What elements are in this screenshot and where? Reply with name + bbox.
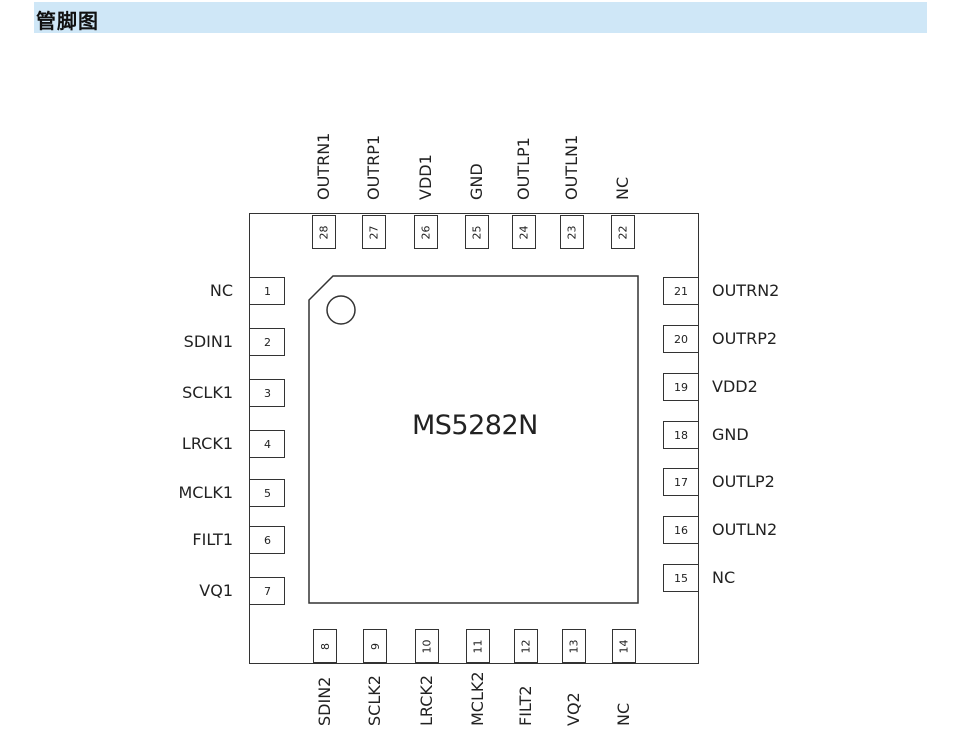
- pin-label-5: MCLK1: [178, 483, 233, 502]
- pin-pad-16: 16: [663, 516, 699, 544]
- pin-label-11: MCLK2: [468, 671, 487, 726]
- pin-pad-7: 7: [249, 577, 285, 605]
- pin-number: 10: [420, 639, 434, 653]
- pin-number: 17: [674, 475, 688, 489]
- pin-pad-5: 5: [249, 479, 285, 507]
- pin-label-7: VQ1: [199, 581, 233, 600]
- pin-label-20: OUTRP2: [712, 329, 778, 348]
- pin1-marker: [326, 295, 356, 325]
- pin-number: 1: [264, 284, 271, 298]
- pin-pad-1: 1: [249, 277, 285, 305]
- pin-number: 26: [419, 225, 433, 239]
- pin-label-28: OUTRN1: [314, 132, 333, 200]
- pin-number: 20: [674, 332, 688, 346]
- pin-pad-19: 19: [663, 373, 699, 401]
- pin-pad-24: 24: [512, 215, 536, 249]
- pin-pad-14: 14: [612, 629, 636, 663]
- pin-pad-27: 27: [362, 215, 386, 249]
- pin-pad-11: 11: [466, 629, 490, 663]
- pin-number: 15: [674, 571, 688, 585]
- pin-label-14: NC: [614, 702, 633, 726]
- pin-number: 27: [367, 225, 381, 239]
- pin-label-15: NC: [712, 568, 736, 587]
- pin-number: 4: [264, 437, 271, 451]
- pin-label-4: LRCK1: [181, 434, 233, 453]
- pin-label-21: OUTRN2: [712, 281, 780, 300]
- pin-pad-10: 10: [415, 629, 439, 663]
- pin-pad-13: 13: [562, 629, 586, 663]
- pin-pad-26: 26: [414, 215, 438, 249]
- pin-number: 6: [264, 533, 271, 547]
- pin-pad-17: 17: [663, 468, 699, 496]
- pin-number: 2: [264, 335, 271, 349]
- pin-pad-15: 15: [663, 564, 699, 592]
- pin-pad-3: 3: [249, 379, 285, 407]
- pin-label-19: VDD2: [712, 377, 758, 396]
- die-body: [308, 275, 639, 604]
- pin-label-22: NC: [613, 176, 632, 200]
- section-header: 管脚图: [34, 2, 927, 33]
- pin-label-6: FILT1: [192, 530, 233, 549]
- pin-label-24: OUTLP1: [514, 137, 533, 200]
- pin-pad-21: 21: [663, 277, 699, 305]
- pin-label-9: SCLK2: [365, 675, 384, 726]
- pin-label-3: SCLK1: [182, 383, 233, 402]
- pin-label-17: OUTLP2: [712, 472, 775, 491]
- pin-number: 3: [264, 386, 271, 400]
- pin-number: 28: [317, 225, 331, 239]
- pin-label-10: LRCK2: [417, 674, 436, 726]
- pin-label-12: FILT2: [516, 685, 535, 726]
- pin-label-23: OUTLN1: [562, 134, 581, 200]
- pin-pad-6: 6: [249, 526, 285, 554]
- pin-label-26: VDD1: [416, 154, 435, 200]
- pin-label-25: GND: [467, 163, 486, 200]
- pin-number: 19: [674, 380, 688, 394]
- pin-number: 21: [674, 284, 688, 298]
- pin-number: 12: [519, 639, 533, 653]
- pin-pad-28: 28: [312, 215, 336, 249]
- pin-pad-18: 18: [663, 421, 699, 449]
- pin-pad-12: 12: [514, 629, 538, 663]
- pin-label-2: SDIN1: [183, 332, 233, 351]
- pin-label-16: OUTLN2: [712, 520, 778, 539]
- pin-number: 8: [318, 642, 332, 650]
- pin-label-1: NC: [209, 281, 233, 300]
- pin-number: 22: [616, 225, 630, 239]
- pin-pad-22: 22: [611, 215, 635, 249]
- pin-pad-23: 23: [560, 215, 584, 249]
- pin-pad-25: 25: [465, 215, 489, 249]
- pin-number: 11: [471, 639, 485, 653]
- pin-number: 5: [264, 486, 271, 500]
- pin-pad-8: 8: [313, 629, 337, 663]
- pin-pad-9: 9: [363, 629, 387, 663]
- pin-number: 9: [368, 642, 382, 650]
- pin-pad-4: 4: [249, 430, 285, 458]
- pin-label-18: GND: [712, 425, 749, 444]
- section-title: 管脚图: [36, 9, 99, 33]
- pin-label-13: VQ2: [564, 692, 583, 726]
- chip-package: [249, 213, 699, 664]
- pin-number: 13: [567, 639, 581, 653]
- pin-number: 23: [565, 225, 579, 239]
- chip-name: MS5282N: [412, 410, 538, 441]
- pin-pad-20: 20: [663, 325, 699, 353]
- pin-number: 18: [674, 428, 688, 442]
- pin-number: 14: [617, 639, 631, 653]
- pin-number: 24: [517, 225, 531, 239]
- pin-pad-2: 2: [249, 328, 285, 356]
- pin-label-27: OUTRP1: [364, 134, 383, 200]
- pin-number: 16: [674, 523, 688, 537]
- pin-label-8: SDIN2: [315, 676, 334, 726]
- pin-number: 25: [470, 225, 484, 239]
- pin-number: 7: [264, 584, 271, 598]
